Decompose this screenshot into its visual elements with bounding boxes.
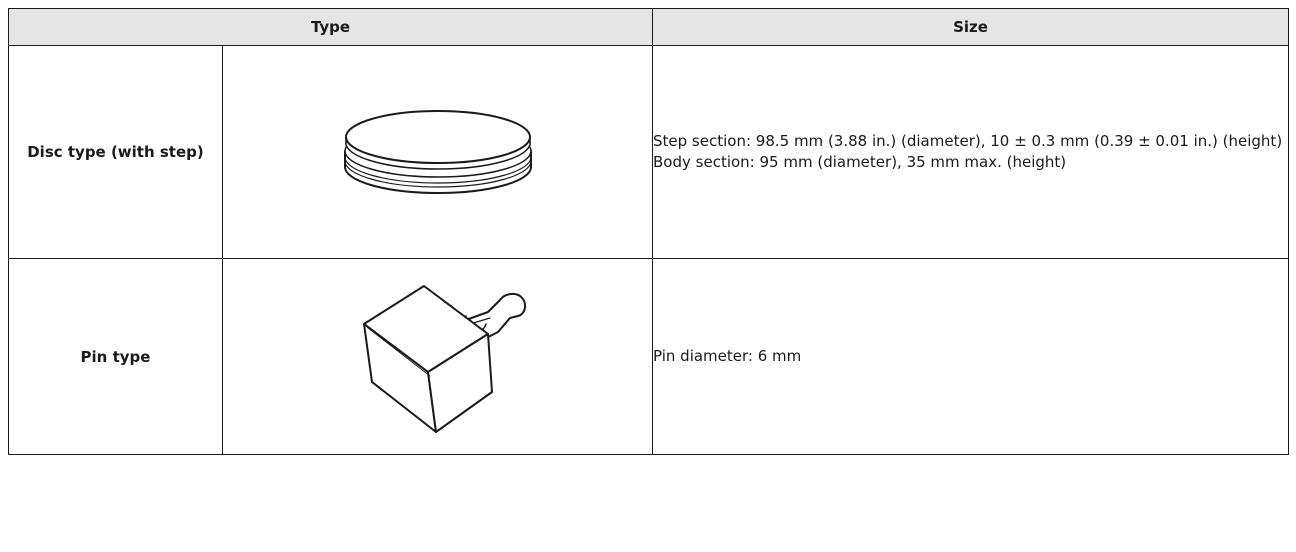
table-row: Pin type Pin diameter: 6 mm [8, 258, 1290, 455]
size-cell: Pin diameter: 6 mm [652, 258, 1290, 455]
header-size: Size [652, 8, 1290, 46]
header-row: Type Size [7, 8, 1290, 46]
figure-cell [221, 45, 654, 259]
material-spec-table: Type Size Disc type (with step) [7, 8, 1290, 455]
size-line: Step section: 98.5 mm (3.88 in.) (diamet… [653, 132, 1283, 150]
disc-with-step-icon [343, 110, 532, 194]
size-line: Pin diameter: 6 mm [653, 347, 802, 365]
header-type: Type [7, 8, 654, 46]
figure-cell [221, 258, 654, 455]
type-name-cell: Pin type [8, 258, 223, 455]
size-cell: Step section: 98.5 mm (3.88 in.) (diamet… [652, 45, 1290, 259]
table-row: Disc type (with step) [8, 45, 1290, 259]
type-name-cell: Disc type (with step) [8, 45, 223, 259]
pin-type-block-icon [362, 284, 526, 433]
size-line: Body section: 95 mm (diameter), 35 mm ma… [653, 153, 1067, 171]
